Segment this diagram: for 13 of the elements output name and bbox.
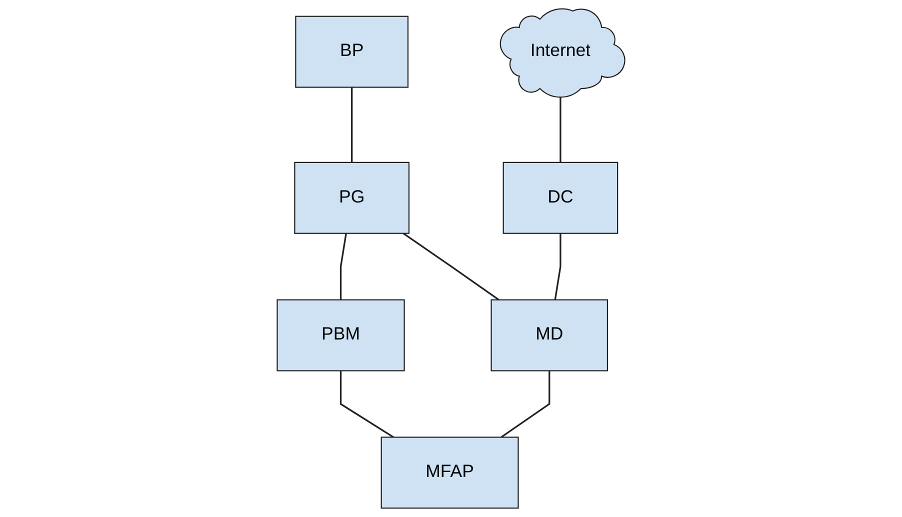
node-box: MFAP (380, 436, 519, 509)
connector (554, 233, 562, 300)
connector (351, 87, 353, 162)
connector (340, 370, 394, 438)
connector (402, 232, 500, 301)
node-box: BP (295, 16, 409, 88)
connector (560, 96, 562, 162)
node-box: PBM (276, 299, 405, 372)
connector (340, 233, 347, 300)
connector (500, 370, 550, 438)
node-box: MD (490, 299, 608, 372)
node-box: DC (502, 162, 618, 234)
node-box: PG (294, 162, 410, 234)
